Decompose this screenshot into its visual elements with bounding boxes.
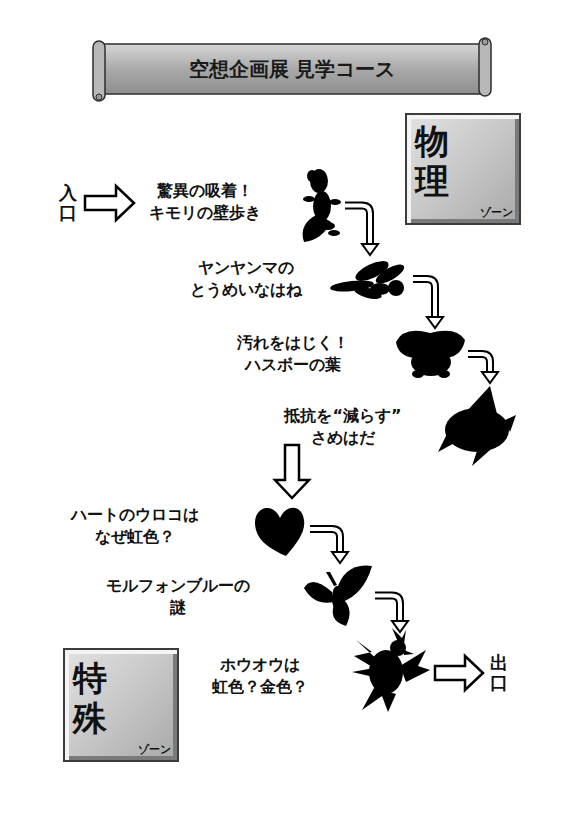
arrow-head (482, 372, 498, 383)
hooh-silhouette (352, 628, 430, 712)
exit-label: 出口 (488, 651, 510, 695)
zone-box: 特殊ゾーン (63, 648, 179, 762)
arrow-outline (375, 596, 400, 622)
exhibit-item: 驚異の吸着！ キモリの壁歩き (140, 168, 345, 243)
arrow-head (427, 317, 443, 328)
zone-box: 物理ゾーン (405, 113, 521, 225)
exit-text: 出口 (489, 653, 509, 693)
arrow-fill (468, 354, 490, 372)
arrow-fill (375, 596, 400, 622)
exhibit-item: ヤンヤンマの とうめいなはね (185, 255, 413, 303)
arrow-fill (413, 279, 435, 317)
flow-arrow (85, 186, 134, 220)
flow-arrow (375, 596, 408, 633)
exhibit-title: ホウオウは 虹色？金色？ (206, 654, 314, 698)
flow-arrow (345, 206, 378, 256)
exhibit-item: モルフォンブルーの 謎 (100, 563, 375, 628)
flow-arrow (468, 354, 498, 383)
zone-suffix: ゾーン (480, 206, 513, 219)
arrow-shape (85, 186, 134, 220)
zone-suffix: ゾーン (138, 743, 171, 756)
exhibit-title: ヤンヤンマの とうめいなはね (185, 257, 307, 301)
exhibit-item: ハートのウロコは なぜ虹色？ (65, 500, 310, 558)
exhibit-item: 抵抗を“減らす” さめはだ (270, 383, 518, 443)
arrow-head (392, 621, 408, 632)
entrance-label: 入口 (57, 181, 79, 225)
arrow-outline (413, 279, 435, 317)
exhibit-title: モルフォンブルーの 謎 (100, 575, 256, 619)
flow-arrow (275, 445, 309, 498)
flow-arrow (310, 529, 348, 563)
lotad-silhouette (396, 331, 465, 378)
flow-arrow (435, 656, 483, 690)
arrow-shape (435, 656, 483, 690)
moth-silhouette (304, 566, 372, 626)
treecko-silhouette (303, 169, 341, 242)
zone-name: 特殊 (73, 658, 113, 738)
arrow-outline (468, 354, 490, 372)
yanmega-silhouette (330, 257, 407, 301)
zone-name: 物理 (415, 121, 455, 201)
arrow-head (362, 244, 378, 255)
exhibit-title: ハートのウロコは なぜ虹色？ (65, 504, 205, 548)
exhibit-title: 汚れをはじく！ ハスボーの葉 (232, 332, 354, 376)
arrow-fill (345, 206, 370, 245)
flow-arrow (413, 279, 443, 328)
title-text: 空想企画展 見学コース (100, 56, 484, 82)
exhibit-title: 驚異の吸着！ キモリの壁歩き (144, 180, 266, 224)
exhibit-item: ホウオウは 虹色？金色？ (200, 632, 430, 714)
exhibit-title: 抵抗を“減らす” さめはだ (276, 405, 410, 449)
arrow-fill (310, 529, 340, 552)
shark-silhouette (438, 386, 516, 466)
title-scroll (93, 38, 491, 101)
arrow-shape (275, 445, 309, 498)
heart-silhouette (255, 508, 304, 556)
arrow-head (332, 552, 348, 563)
entrance-text: 入口 (58, 183, 78, 223)
arrow-outline (310, 529, 340, 552)
exhibit-item: 汚れをはじく！ ハスボーの葉 (232, 328, 468, 380)
arrow-outline (345, 206, 370, 245)
